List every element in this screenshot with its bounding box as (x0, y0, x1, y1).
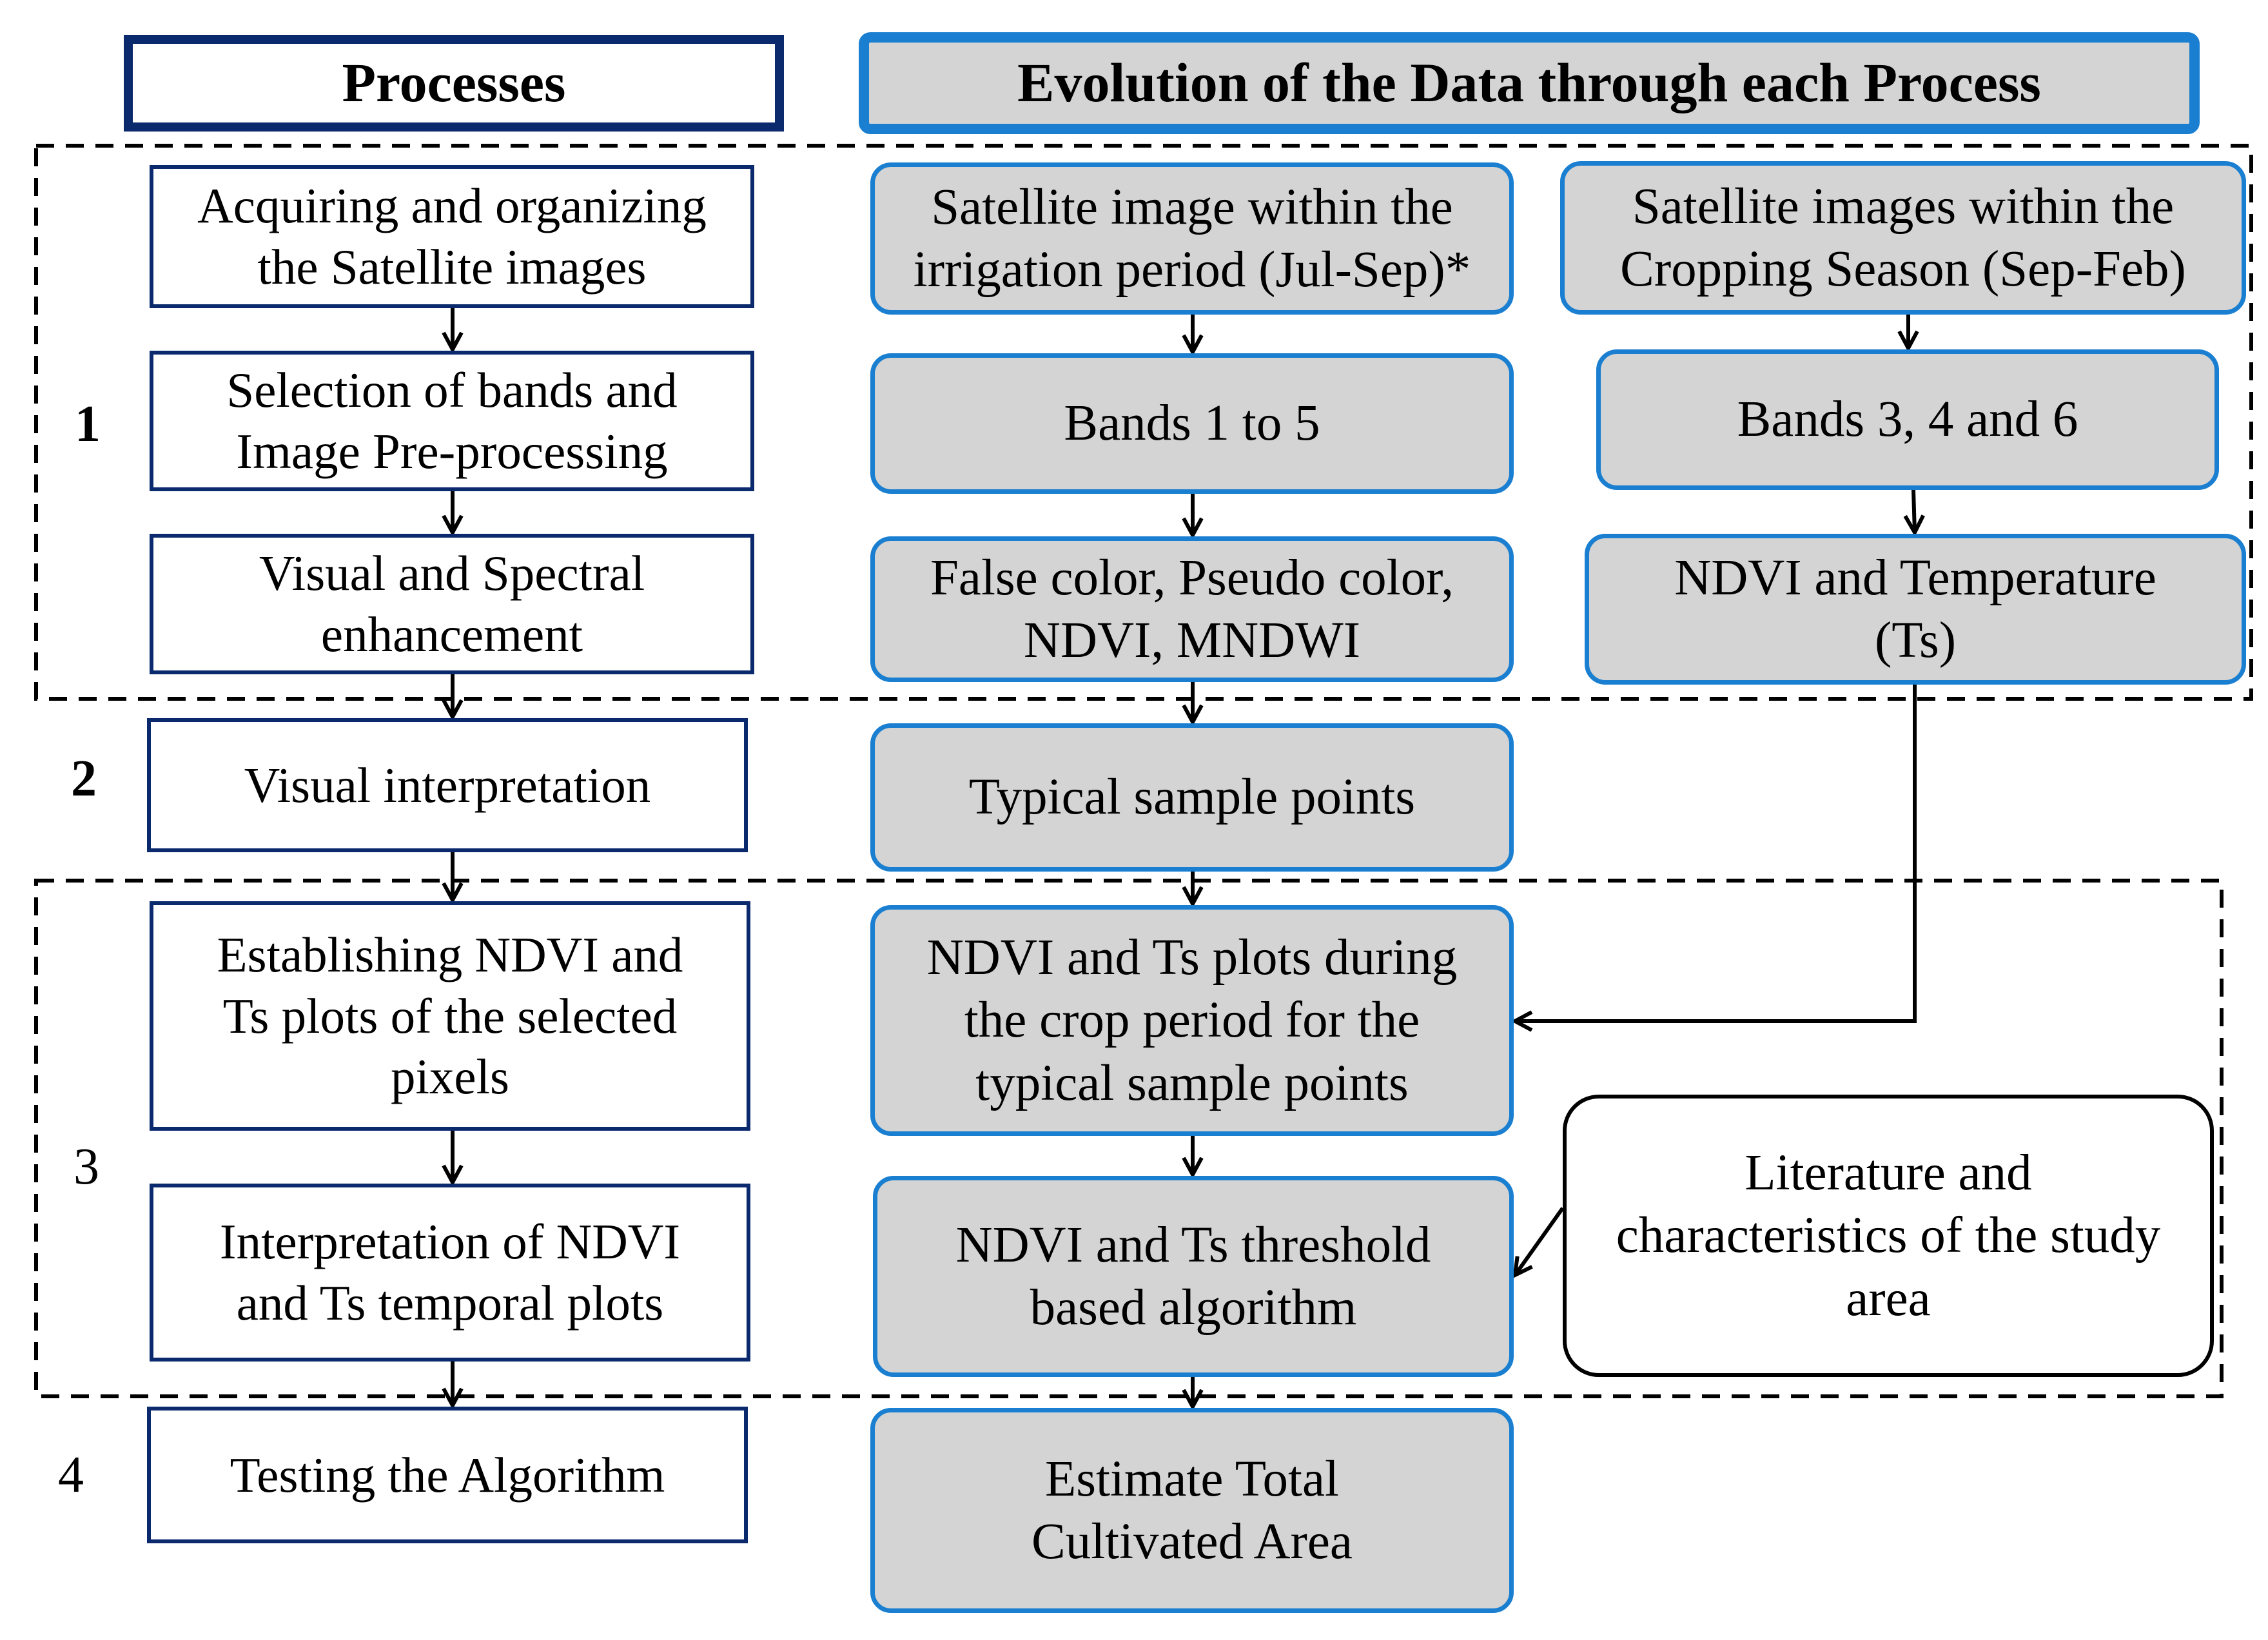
process-acquire-images: Acquiring and organizing the Satellite i… (150, 165, 754, 308)
data-label: False color, Pseudo color, NDVI, MNDWI (930, 549, 1454, 669)
arrow-data-right-1 (1897, 315, 1919, 353)
process-enhancement: Visual and Spectral enhancement (150, 534, 754, 674)
data-ndvi-ts-plots: NDVI and Ts plots during the crop period… (870, 905, 1514, 1136)
data-bands-3-4-6: Bands 3, 4 and 6 (1596, 349, 2219, 490)
arrow-data-left-1 (1182, 315, 1204, 356)
data-label: NDVI and Ts plots during the crop period… (926, 930, 1458, 1111)
process-label: Acquiring and organizing the Satellite i… (197, 178, 707, 295)
data-bands-1-5: Bands 1 to 5 (870, 353, 1514, 494)
process-label: Visual and Spectral enhancement (259, 545, 645, 662)
arrow-process-4 (442, 852, 464, 904)
data-label: NDVI and Ts threshold based algorithm (955, 1216, 1431, 1336)
step-number-3: 3 (73, 1138, 99, 1195)
data-cropping-season-images: Satellite images within the Cropping Sea… (1560, 161, 2246, 315)
arrow-data-left-3 (1182, 682, 1204, 727)
process-establish-plots: Establishing NDVI and Ts plots of the se… (150, 901, 750, 1131)
data-threshold-algorithm: NDVI and Ts threshold based algorithm (873, 1176, 1514, 1377)
process-label: Visual interpretation (244, 757, 651, 813)
data-label: NDVI and Temperature (Ts) (1674, 549, 2156, 669)
phase-3-group (34, 879, 2224, 1398)
arrow-process-3 (442, 674, 464, 721)
processes-header: Processes (124, 35, 784, 132)
process-band-selection: Selection of bands and Image Pre-process… (150, 351, 754, 491)
data-cultivated-area: Estimate Total Cultivated Area (870, 1408, 1514, 1613)
process-label: Establishing NDVI and Ts plots of the se… (217, 926, 683, 1105)
data-ndvi-temperature: NDVI and Temperature (Ts) (1585, 534, 2246, 685)
arrow-literature-to-algorithm (1512, 1207, 1565, 1279)
data-label: Typical sample points (968, 769, 1416, 826)
arrow-data-right-2 (1903, 489, 1925, 537)
evolution-header: Evolution of the Data through each Proce… (859, 32, 2200, 134)
literature-label: Literature and characteristics of the st… (1616, 1145, 2161, 1327)
step-number-1: 1 (75, 396, 101, 453)
step-number-2: 2 (71, 750, 97, 807)
evolution-header-label: Evolution of the Data through each Proce… (1017, 52, 2041, 114)
data-label: Estimate Total Cultivated Area (1031, 1450, 1353, 1570)
process-label: Selection of bands and Image Pre-process… (226, 362, 678, 479)
arrow-process-2 (442, 491, 464, 537)
data-label: Satellite images within the Cropping Sea… (1620, 178, 2186, 297)
process-interpret-plots: Interpretation of NDVI and Ts temporal p… (150, 1184, 750, 1362)
data-label: Bands 1 to 5 (1064, 395, 1320, 452)
phase-1-group (34, 144, 2253, 701)
process-label: Interpretation of NDVI and Ts temporal p… (219, 1214, 681, 1331)
arrow-data-left-2 (1182, 494, 1204, 540)
arrow-ndvi-ts-to-plots (1510, 685, 1917, 1032)
step-number-4: 4 (58, 1447, 84, 1503)
arrow-process-5 (442, 1131, 464, 1187)
data-sample-points: Typical sample points (870, 723, 1514, 872)
arrow-data-left-6 (1182, 1377, 1204, 1411)
data-label: Satellite image within the irrigation pe… (913, 179, 1471, 298)
process-visual-interpretation: Visual interpretation (147, 718, 748, 852)
arrow-process-6 (442, 1362, 464, 1410)
data-irrigation-image: Satellite image within the irrigation pe… (870, 162, 1514, 315)
data-color-indices: False color, Pseudo color, NDVI, MNDWI (870, 536, 1514, 682)
arrow-data-left-5 (1182, 1136, 1204, 1179)
processes-header-label: Processes (342, 52, 566, 114)
process-label: Testing the Algorithm (230, 1447, 665, 1503)
arrow-process-1 (442, 308, 464, 354)
data-label: Bands 3, 4 and 6 (1737, 391, 2078, 448)
arrow-data-left-4 (1182, 872, 1204, 908)
literature-box: Literature and characteristics of the st… (1563, 1095, 2214, 1377)
process-test-algorithm: Testing the Algorithm (147, 1407, 748, 1543)
